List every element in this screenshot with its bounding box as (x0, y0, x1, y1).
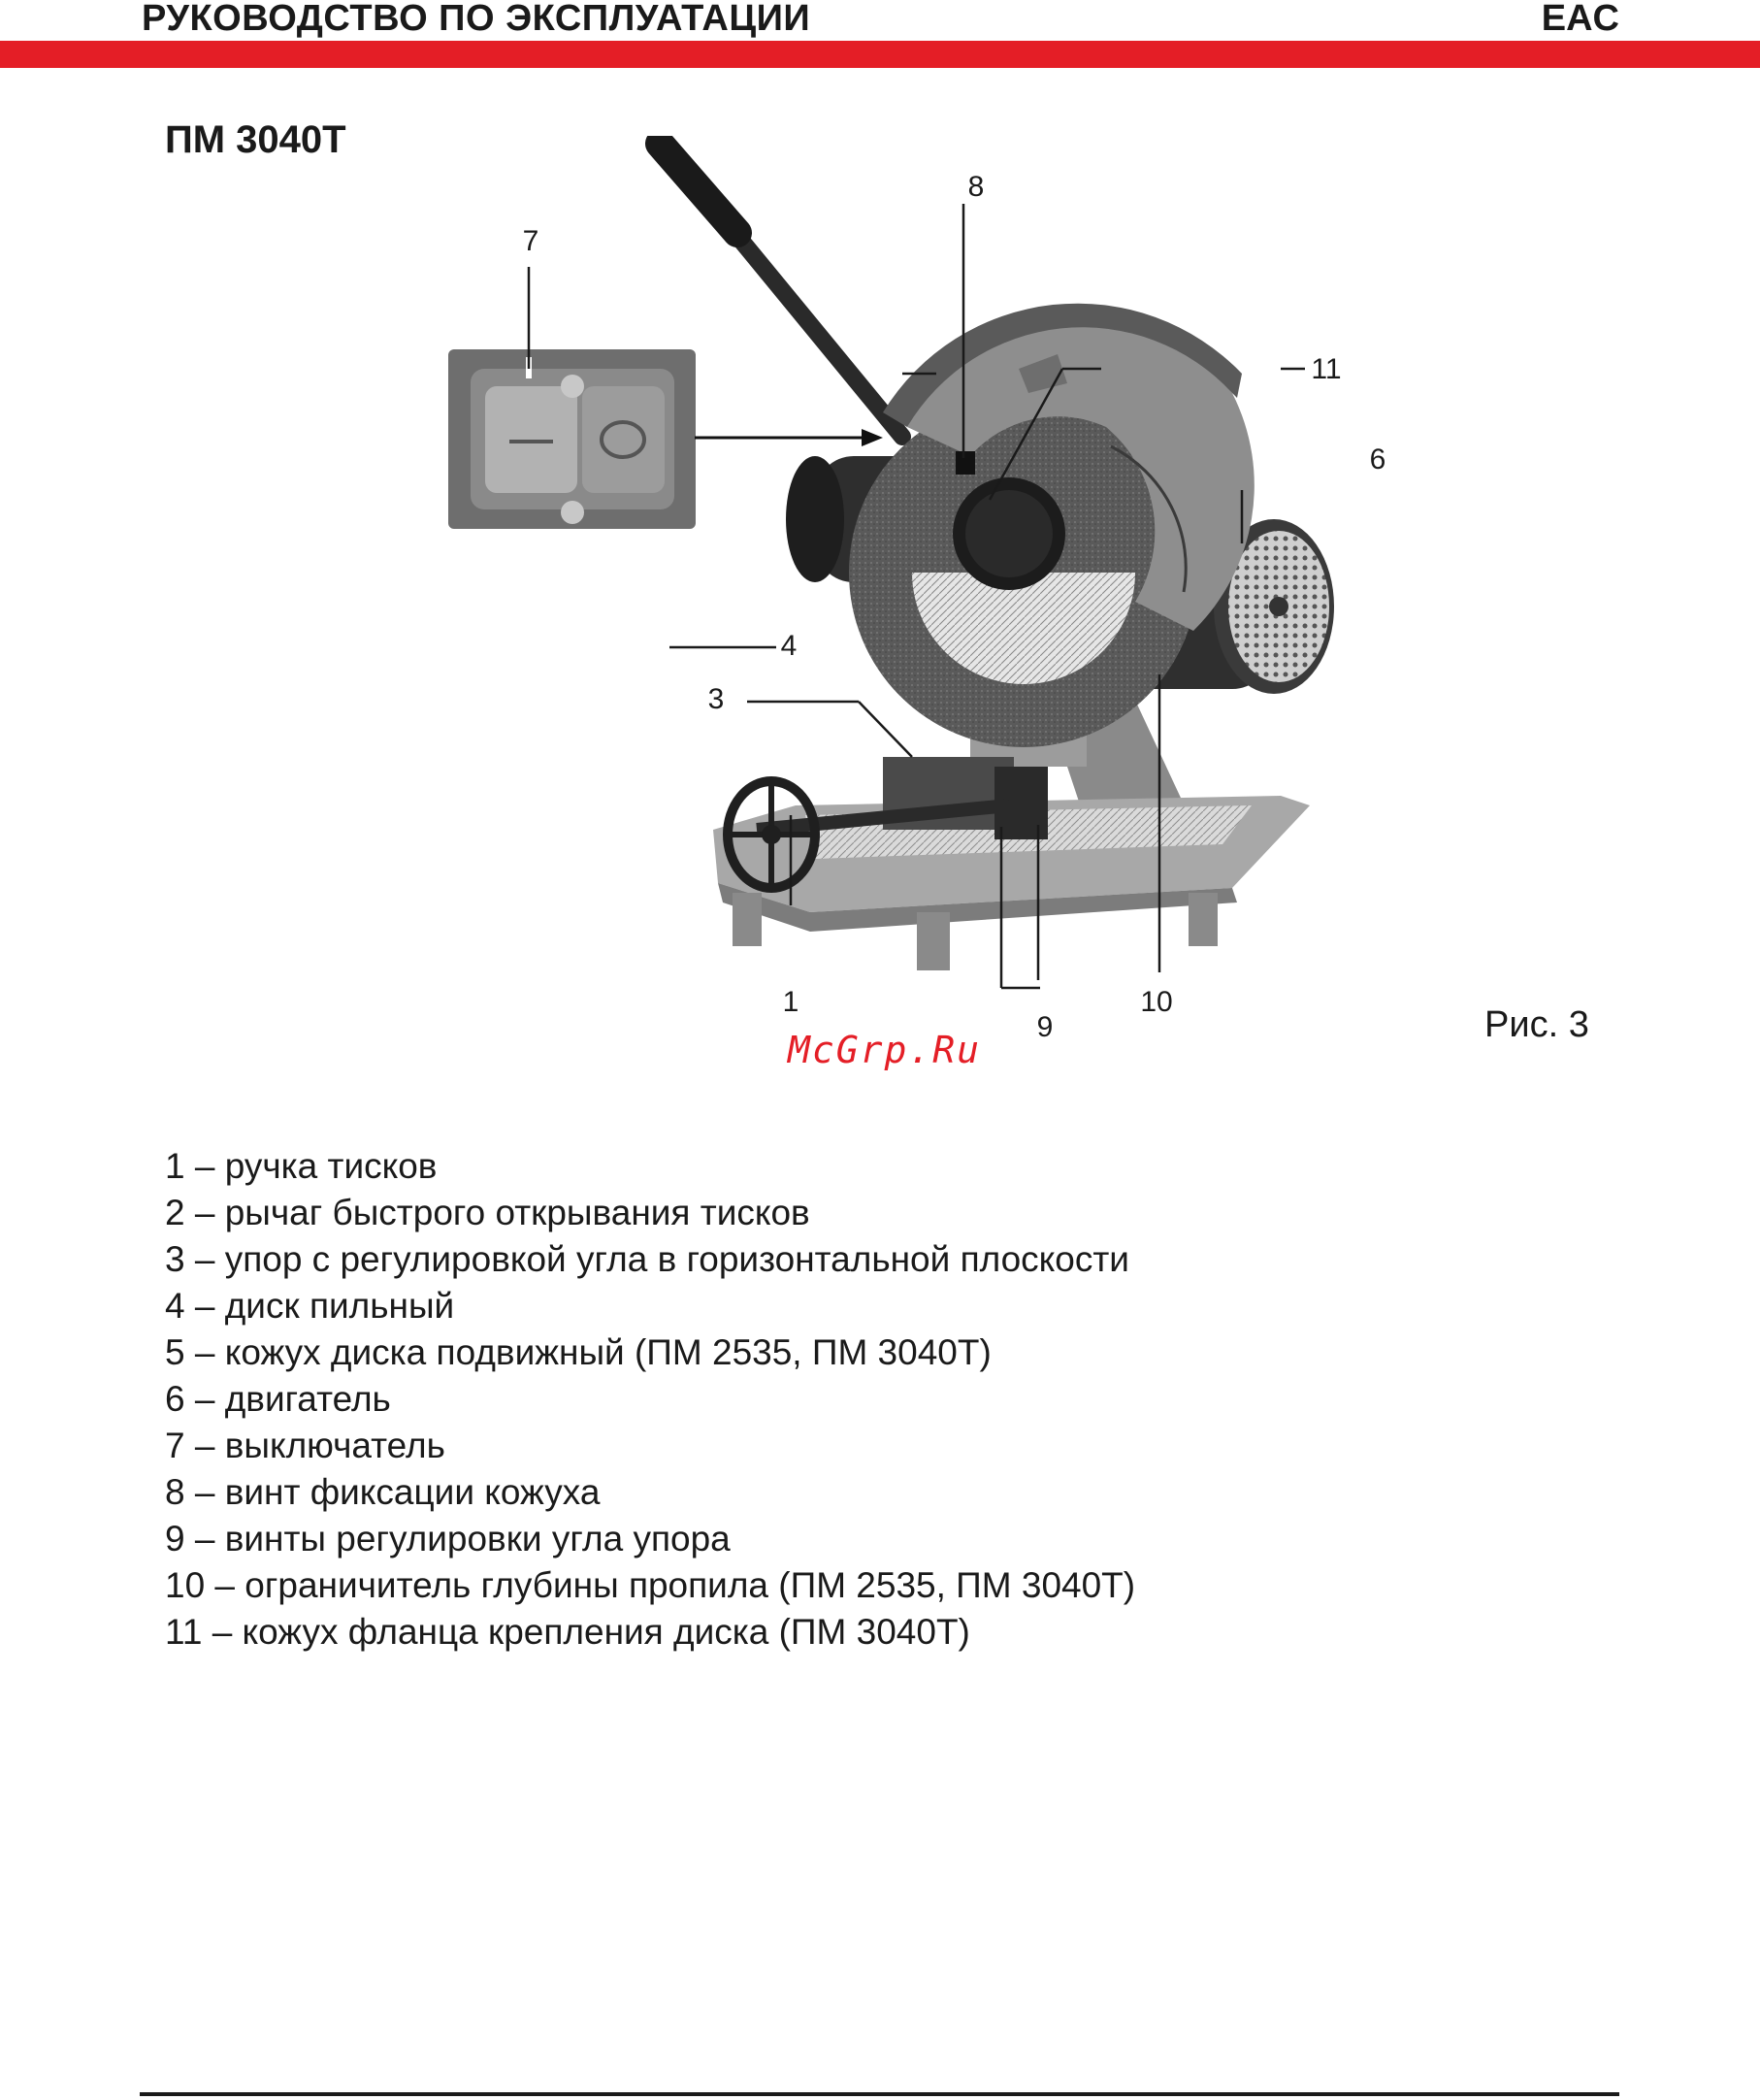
callout-6: 6 (1370, 443, 1386, 476)
callout-10: 10 (1140, 986, 1172, 1018)
header-red-bar (0, 41, 1760, 68)
callout-3: 3 (708, 683, 725, 715)
footer-rule (140, 2092, 1619, 2096)
legend-item: 2 – рычаг быстрого открывания тисков (165, 1193, 810, 1232)
legend-item: 9 – винты регулировки угла упора (165, 1519, 731, 1559)
legend-item: 4 – диск пильный (165, 1286, 455, 1326)
handle (645, 136, 911, 445)
callout-11: 11 (1311, 353, 1341, 385)
legend-item: 3 – упор с регулировкой угла в горизонта… (165, 1239, 1129, 1279)
legend-item: 7 – выключатель (165, 1426, 445, 1465)
legend-item: 8 – винт фиксации кожуха (165, 1472, 601, 1512)
legend-item: 11 – кожух фланца крепления диска (ПМ 30… (165, 1612, 970, 1652)
callout-4: 4 (781, 630, 798, 662)
parts-legend: 1 – ручка тисков 2 – рычаг быстрого откр… (165, 1143, 1135, 1656)
legend-item: 1 – ручка тисков (165, 1146, 438, 1186)
model-title: ПМ 3040Т (165, 118, 346, 161)
handwheel (723, 776, 820, 893)
callout-7: 7 (523, 225, 539, 257)
legend-item: 5 – кожух диска подвижный (ПМ 2535, ПМ 3… (165, 1332, 992, 1372)
callout-1: 1 (783, 986, 799, 1018)
callout-9: 9 (1037, 1011, 1054, 1043)
watermark: McGrp.Ru (788, 1029, 982, 1071)
legend-item: 10 – ограничитель глубины пропила (ПМ 25… (165, 1565, 1136, 1605)
figure-caption: Рис. 3 (1484, 1004, 1589, 1045)
eac-mark: EAC (1541, 0, 1619, 39)
legend-item: 6 – двигатель (165, 1379, 391, 1419)
flange-cover (953, 451, 1065, 590)
switch-inset (448, 349, 696, 529)
header-title: РУКОВОДСТВО ПО ЭКСПЛУАТАЦИИ (142, 0, 811, 39)
machine-figure: 1 3 4 6 7 8 9 10 11 (448, 136, 1386, 1043)
callout-8: 8 (968, 171, 985, 203)
